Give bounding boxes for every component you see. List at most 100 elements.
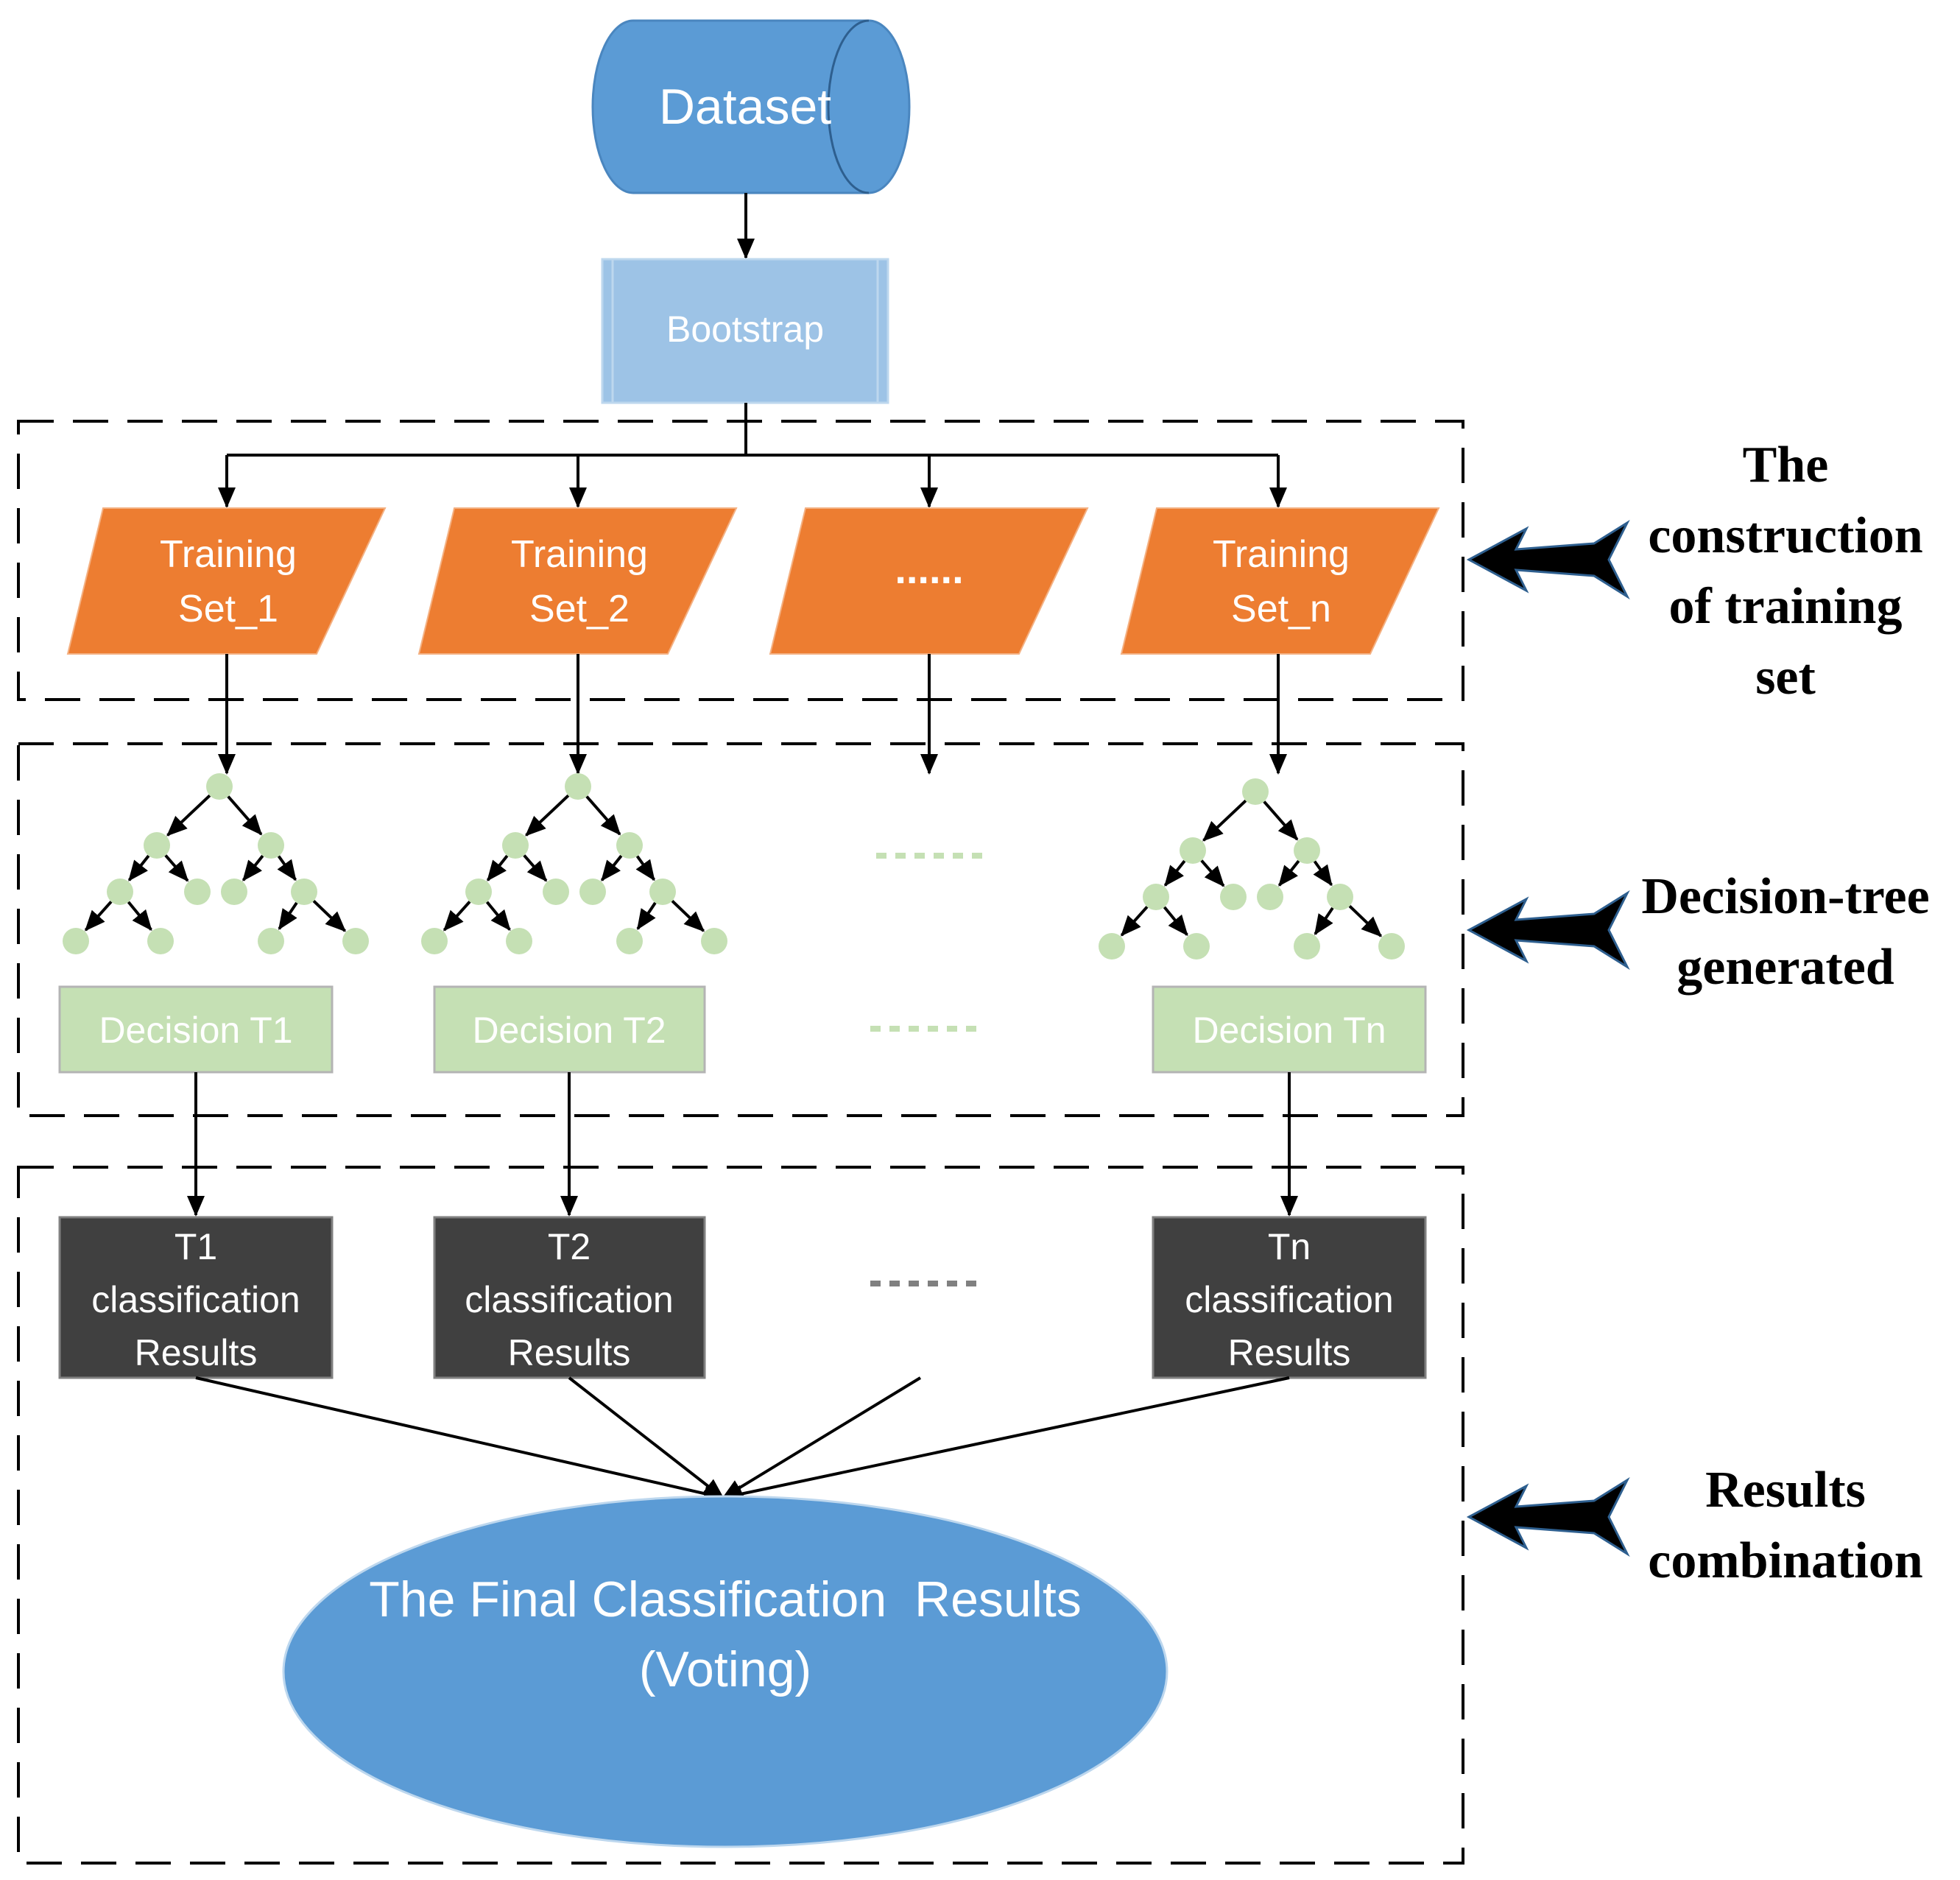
decision-tn: Decision Tn xyxy=(1152,985,1427,1074)
tree-node xyxy=(1294,837,1320,864)
tree-node xyxy=(107,879,133,905)
tree-node xyxy=(184,879,211,905)
training-set-n-line2: Set_n xyxy=(1231,588,1331,630)
tree-edge xyxy=(600,854,623,881)
side-label-construction-line4: set xyxy=(1755,649,1816,705)
tree-node xyxy=(258,928,284,954)
training-set-2-line2: Set_2 xyxy=(529,588,630,630)
tree-edge xyxy=(277,855,297,881)
tree-edge xyxy=(127,901,152,932)
tree-edge xyxy=(1200,859,1225,887)
decision-t1-label: Decision T1 xyxy=(99,1010,292,1051)
pointer-arrows xyxy=(1466,519,1630,1557)
training-set-1-line1: Training xyxy=(160,533,297,576)
section-decision-tree-box xyxy=(17,742,1464,1117)
decision-tree-3 xyxy=(1099,778,1405,960)
tree-edge xyxy=(585,795,621,836)
tree-node xyxy=(1327,884,1353,910)
tree-edge xyxy=(242,854,264,881)
decision-tree-2 xyxy=(421,773,727,954)
side-label-combination: Results combination xyxy=(1648,1462,1922,1589)
tree-node xyxy=(1257,884,1283,910)
tree-node xyxy=(502,832,529,859)
result-tn: Tn classification Results xyxy=(1152,1216,1427,1379)
edges-training-trees xyxy=(218,654,1287,775)
tree-node xyxy=(291,879,317,905)
tree-node xyxy=(1143,884,1169,910)
side-label-decision-tree: Decision-tree generated xyxy=(1641,868,1929,996)
tree-node xyxy=(649,879,676,905)
tree-node xyxy=(1378,933,1405,960)
tree-node xyxy=(1242,778,1269,805)
decision-tree-1 xyxy=(63,773,369,954)
training-set-1: Training Set_1 xyxy=(66,507,387,655)
result-tn-line2: classification xyxy=(1185,1279,1393,1320)
side-label-combination-line1: Results xyxy=(1705,1462,1866,1518)
tree-node xyxy=(701,928,727,954)
tree-edge xyxy=(1348,905,1382,937)
final-result-line2: (Voting) xyxy=(639,1641,811,1697)
tree-node xyxy=(565,773,591,800)
training-set-n-line1: Training xyxy=(1213,533,1350,576)
training-set-n: Training Set_n xyxy=(1120,507,1440,655)
pointer-arrow-decision-tree xyxy=(1466,890,1630,971)
result-t1-line2: classification xyxy=(91,1279,300,1320)
edges-decision-results xyxy=(187,1072,1298,1217)
tree-node xyxy=(258,832,284,859)
result-tn-line1: Tn xyxy=(1268,1226,1311,1267)
tree-node xyxy=(421,928,448,954)
tree-edge xyxy=(1163,906,1188,937)
side-label-decision-tree-line1: Decision-tree xyxy=(1641,868,1929,925)
tree-node xyxy=(144,832,170,859)
tree-edge xyxy=(443,901,471,932)
decision-t1: Decision T1 xyxy=(58,985,334,1074)
result-t2: T2 classification Results xyxy=(433,1216,706,1379)
tree-edge xyxy=(486,854,509,881)
tree-edge xyxy=(636,901,657,931)
pointer-arrow-combination xyxy=(1466,1476,1630,1557)
result-t1: T1 classification Results xyxy=(58,1216,334,1379)
side-label-combination-line2: combination xyxy=(1648,1532,1922,1589)
decision-t2-label: Decision T2 xyxy=(472,1010,666,1051)
tree-edge xyxy=(164,854,189,882)
tree-node xyxy=(63,928,89,954)
final-result-node: The Final Classification Results (Voting… xyxy=(282,1495,1168,1848)
tree-node xyxy=(206,773,233,800)
tree-edge xyxy=(635,855,656,881)
tree-edge xyxy=(227,795,263,836)
tree-node xyxy=(616,832,643,859)
tree-edge xyxy=(1277,859,1300,887)
tree-node xyxy=(1099,933,1125,960)
tree-edge xyxy=(1202,799,1247,842)
section-results-box xyxy=(17,1166,1464,1865)
tree-node xyxy=(1180,837,1206,864)
training-set-1-line2: Set_1 xyxy=(178,588,278,630)
dataset-label: Dataset xyxy=(659,79,831,135)
tree-edge xyxy=(523,854,548,882)
side-label-decision-tree-line2: generated xyxy=(1677,939,1894,996)
edges-bootstrap-training xyxy=(218,403,1287,508)
tree-edge xyxy=(166,794,211,837)
final-result-line1: The Final Classification Results xyxy=(369,1571,1081,1627)
training-set-2: Training Set_2 xyxy=(417,507,738,655)
training-set-ellipsis-label: ...... xyxy=(895,546,963,592)
tree-node xyxy=(506,928,532,954)
tree-edge xyxy=(1163,859,1186,887)
side-label-construction-line1: The xyxy=(1743,437,1829,493)
training-set-ellipsis: ...... xyxy=(769,507,1089,655)
tree-node xyxy=(543,879,569,905)
pointer-arrow-construction xyxy=(1466,519,1630,600)
tree-node xyxy=(1294,933,1320,960)
result-tn-line3: Results xyxy=(1228,1332,1351,1373)
result-t2-line2: classification xyxy=(465,1279,673,1320)
tree-node xyxy=(1183,933,1210,960)
tree-node xyxy=(342,928,369,954)
tree-edge xyxy=(278,901,298,931)
decision-t2: Decision T2 xyxy=(433,985,706,1074)
tree-edge xyxy=(671,900,705,932)
decision-trees xyxy=(63,773,1405,960)
side-label-construction-line3: of training xyxy=(1669,578,1903,635)
tree-edge xyxy=(1313,860,1333,887)
training-set-2-line1: Training xyxy=(511,533,648,576)
